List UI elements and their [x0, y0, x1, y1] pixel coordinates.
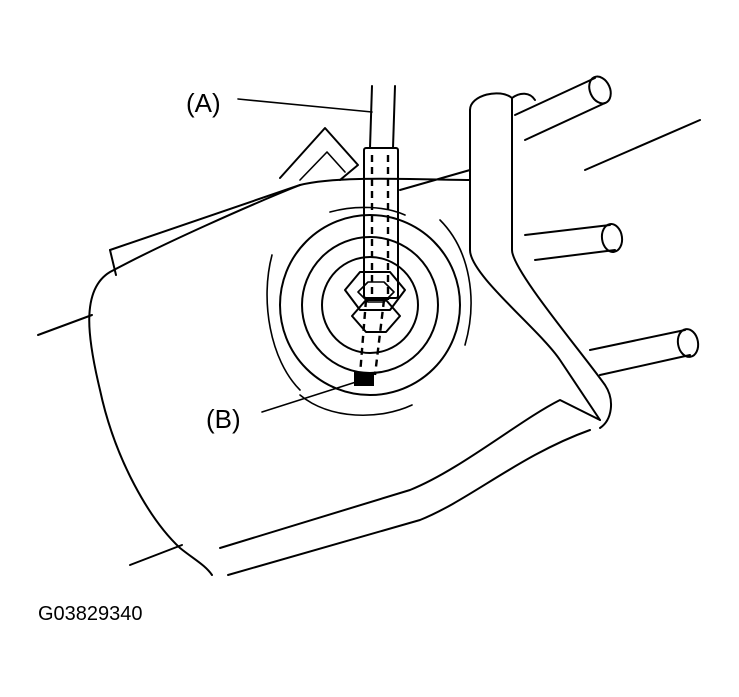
suspension-arm [88, 177, 601, 576]
hex-nut [344, 271, 406, 333]
stud-upper [514, 75, 612, 141]
stud-lower [589, 328, 700, 376]
callout-b: (B) [206, 404, 241, 434]
leader-line-b [261, 381, 357, 413]
hex-bit-tip [354, 372, 374, 386]
u-bracket [469, 92, 612, 429]
figure-id: G03829340 [38, 603, 143, 625]
bracket-tab [279, 127, 359, 181]
callout-a: (A) [186, 88, 221, 118]
tool-shaft [358, 85, 399, 376]
bushing-rings [266, 206, 472, 417]
leader-line-a [237, 98, 373, 113]
stud-middle [524, 223, 624, 261]
frame-rail [37, 119, 701, 566]
